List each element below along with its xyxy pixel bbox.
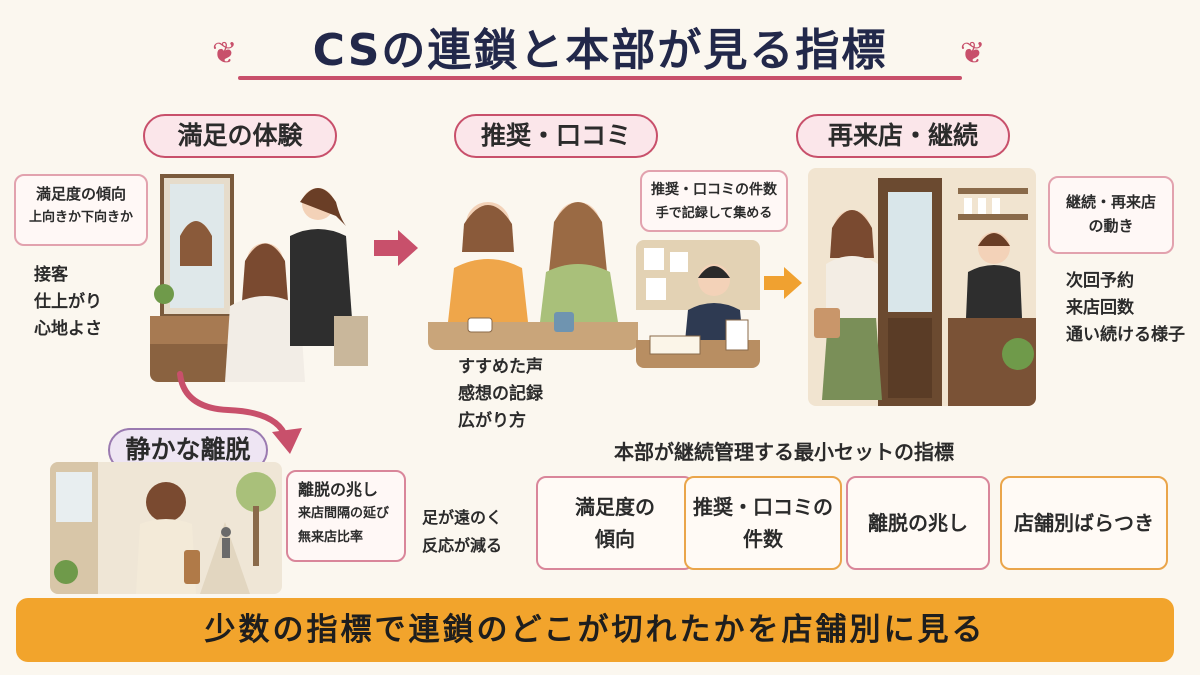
stage-continue-label: 再来店・継続 xyxy=(796,114,1010,158)
note-line: 反応が減る xyxy=(422,536,503,555)
recording-illustration xyxy=(636,240,760,368)
cafe-chat-illustration xyxy=(428,172,638,350)
curved-arrow-down-icon xyxy=(177,371,302,454)
satisfaction-notes: 接客 仕上がり 心地よさ xyxy=(34,262,102,343)
metric-satisfaction-trend: 満足度の傾向 xyxy=(536,476,694,570)
salon-illustration xyxy=(150,166,370,382)
card-line: の動き xyxy=(1088,217,1134,235)
continue-notes: 次回予約 来店回数 通い続ける様子 xyxy=(1066,268,1185,349)
metric-recommend-count: 推奨・口コミの件数 xyxy=(684,476,842,570)
stage-recommend-label: 推奨・口コミ xyxy=(454,114,658,158)
card-line: 離脱の兆し xyxy=(298,480,379,499)
metric-line: 店舗別ばらつき xyxy=(1014,511,1154,535)
note-line: 仕上がり xyxy=(34,292,102,312)
metric-line: 件数 xyxy=(743,527,783,551)
note-line: 次回予約 xyxy=(1066,271,1134,291)
card-line: 来店間隔の延び xyxy=(298,506,390,521)
title-underline xyxy=(238,76,962,80)
churn-notes: 足が遠のく 反応が減る xyxy=(422,504,502,560)
card-line: 継続・再来店 xyxy=(1065,193,1156,211)
note-line: 通い続ける様子 xyxy=(1066,325,1185,345)
note-line: 接客 xyxy=(34,265,68,285)
note-line: 来店回数 xyxy=(1066,298,1134,318)
card-line: 無来店比率 xyxy=(298,530,364,545)
leaf-sprig-right-icon: ❦ xyxy=(960,36,986,71)
metric-churn-sign: 離脱の兆し xyxy=(846,476,990,570)
note-line: 広がり方 xyxy=(458,411,526,431)
arrow-right-icon xyxy=(764,267,802,299)
card-line: 上向きか下向きか xyxy=(28,210,133,225)
metric-line: 離脱の兆し xyxy=(868,511,968,535)
metric-line: 満足度の xyxy=(575,495,655,519)
leaf-sprig-left-icon: ❦ xyxy=(212,36,238,71)
note-line: すすめた声 xyxy=(458,357,543,377)
arrow-right-icon xyxy=(374,230,418,266)
satisfaction-trend-card: 満足度の傾向 上向きか下向きか xyxy=(14,174,148,246)
note-line: 足が遠のく xyxy=(422,508,503,527)
recommend-notes: すすめた声 感想の記録 広がり方 xyxy=(458,354,543,435)
shop-entrance-illustration xyxy=(808,168,1036,406)
metric-store-variance: 店舗別ばらつき xyxy=(1000,476,1168,570)
metric-line: 傾向 xyxy=(595,527,635,551)
summary-banner: 少数の指標で連鎖のどこが切れたかを店舗別に見る xyxy=(16,598,1174,662)
card-line: 推奨・口コミの件数 xyxy=(651,182,777,198)
page-title: CSの連鎖と本部が見る指標 xyxy=(312,25,888,76)
card-line: 手で記録して集める xyxy=(655,206,773,221)
card-line: 満足度の傾向 xyxy=(35,185,126,203)
hq-metrics-heading: 本部が継続管理する最小セットの指標 xyxy=(614,440,954,464)
street-leaving-illustration xyxy=(50,462,282,594)
note-line: 心地よさ xyxy=(34,319,102,339)
recommend-count-card: 推奨・口コミの件数 手で記録して集める xyxy=(640,170,788,232)
metric-line: 推奨・口コミの xyxy=(693,495,833,519)
continue-movement-card: 継続・再来店 の動き xyxy=(1048,176,1174,254)
stage-satisfaction-label: 満足の体験 xyxy=(143,114,337,158)
churn-sign-card: 離脱の兆し 来店間隔の延び 無来店比率 xyxy=(286,470,406,562)
note-line: 感想の記録 xyxy=(458,384,543,404)
